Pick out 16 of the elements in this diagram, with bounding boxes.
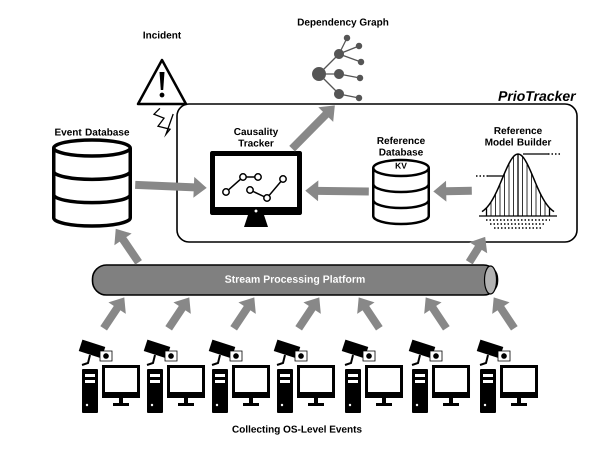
lightning-bolt [152,108,174,138]
caption: Collecting OS-Level Events [232,425,362,435]
computer-drawing [476,340,538,413]
computer-drawing [78,340,140,413]
node-label: PrioTracker [498,90,576,102]
icon-caption: Reference Model Builder [485,126,552,146]
icon-caption: Incident [144,31,182,39]
computer-drawing [208,340,270,413]
computer-drawing [408,340,470,413]
icon-caption: Causality Tracker [234,128,278,147]
icon-caption: Dependency Graph [298,18,388,28]
icon-caption: Event Database [55,128,130,136]
computer-drawing [342,340,403,413]
pipe-bar: Stream Processing Platform [92,264,498,296]
computer-drawing [274,340,335,413]
computer-drawing [144,340,205,413]
